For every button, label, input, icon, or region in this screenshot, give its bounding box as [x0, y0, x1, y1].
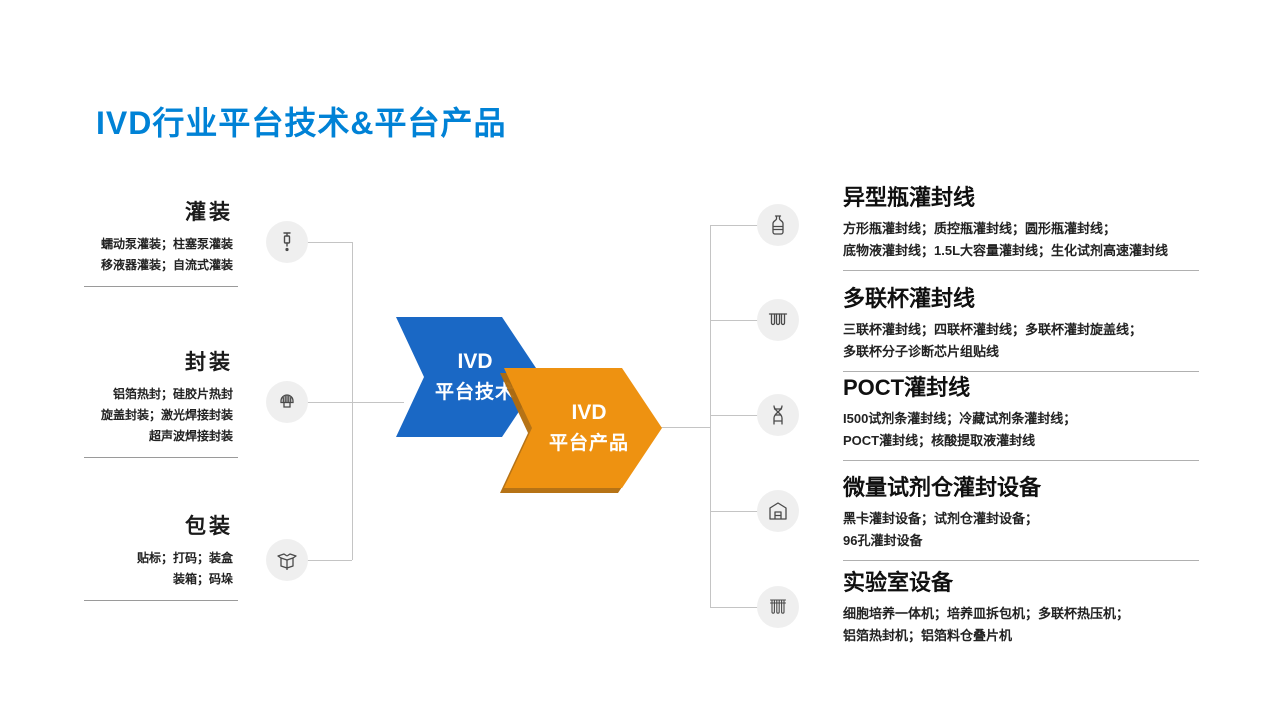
left-section-sealing: 封装 铝箔热封；硅胶片热封 旋盖封装；激光焊接封装 超声波焊接封装 [84, 346, 238, 458]
section-text-line: I500试剂条灌封线；冷藏试剂条灌封线； [843, 411, 1077, 426]
equipment-cabinet-icon [757, 490, 799, 532]
dna-icon [757, 394, 799, 436]
right-section-shaped-bottle-line: 异型瓶灌封线 方形瓶灌封线；质控瓶灌封线；圆形瓶灌封线； 底物液灌封线；1.5L… [843, 180, 1199, 271]
section-text-line: 装箱；码垛 [172, 572, 233, 586]
connector-line [710, 415, 758, 416]
section-heading: 微量试剂仓灌封设备 [843, 475, 1042, 500]
connector-line [710, 320, 758, 321]
right-section-poct-line: POCT灌封线 I500试剂条灌封线；冷藏试剂条灌封线； POCT灌封线；核酸提… [843, 370, 1199, 461]
section-text-line: 方形瓶灌封线；质控瓶灌封线；圆形瓶灌封线； [843, 221, 1117, 236]
section-text-line: 旋盖封装；激光焊接封装 [100, 408, 233, 422]
section-heading: POCT灌封线 [843, 375, 971, 400]
section-text-line: 蠕动泵灌装；柱塞泵灌装 [100, 237, 233, 251]
right-section-lab-equipment: 实验室设备 细胞培养一体机；培养皿拆包机；多联杯热压机； 铝箔热封机；铝箔料仓叠… [843, 565, 1199, 655]
connector-line [305, 402, 352, 403]
section-heading: 包装 [185, 515, 233, 538]
open-box-icon [266, 539, 308, 581]
connector-line [710, 225, 711, 607]
section-heading: 多联杯灌封线 [843, 286, 976, 311]
section-text-line: 贴标；打码；装盒 [136, 551, 233, 565]
section-text-line: POCT灌封线；核酸提取液灌封线 [843, 433, 1036, 448]
connector-line [658, 427, 710, 428]
arrow-label-line2: 平台技术 [434, 382, 515, 403]
section-heading: 灌装 [185, 201, 233, 224]
pump-filling-icon [266, 221, 308, 263]
arrow-label-line2: 平台产品 [548, 433, 629, 454]
ivd-platform-technology-arrow: IVD 平台技术 [396, 317, 542, 437]
connector-line [710, 225, 758, 226]
section-heading: 封装 [185, 351, 233, 374]
section-text-line: 多联杯分子诊断芯片组贴线 [843, 344, 1000, 359]
section-text-line: 96孔灌封设备 [843, 533, 923, 548]
section-text-line: 超声波焊接封装 [148, 429, 233, 443]
connector-line [305, 560, 352, 561]
chevron-arrow-shape: IVD 平台产品 [504, 368, 662, 488]
cap-sealing-icon [266, 381, 308, 423]
section-text-line: 黑卡灌封设备；试剂仓灌封设备； [843, 511, 1039, 526]
connector-line [352, 242, 353, 560]
ivd-platform-product-arrow: IVD 平台产品 [504, 368, 662, 488]
section-text-line: 细胞培养一体机；培养皿拆包机；多联杯热压机； [843, 606, 1130, 621]
connector-line [710, 511, 758, 512]
section-text-line: 铝箔热封；硅胶片热封 [112, 387, 233, 401]
section-text-line: 三联杯灌封线；四联杯灌封线；多联杯灌封旋盖线； [843, 322, 1143, 337]
test-tube-rack-icon [757, 586, 799, 628]
page-title: IVD行业平台技术&平台产品 [96, 105, 507, 141]
section-heading: 实验室设备 [843, 570, 954, 595]
right-section-multi-cup-line: 多联杯灌封线 三联杯灌封线；四联杯灌封线；多联杯灌封旋盖线； 多联杯分子诊断芯片… [843, 281, 1199, 372]
right-section-micro-reagent-equipment: 微量试剂仓灌封设备 黑卡灌封设备；试剂仓灌封设备； 96孔灌封设备 [843, 470, 1199, 561]
section-text-line: 移液器灌装；自流式灌装 [100, 258, 233, 272]
connector-line [352, 402, 404, 403]
section-text-line: 底物液灌封线；1.5L大容量灌封线；生化试剂高速灌封线 [843, 243, 1169, 258]
left-section-packaging: 包装 贴标；打码；装盒 装箱；码垛 [84, 510, 238, 601]
arrow-label-line1: IVD [457, 350, 493, 373]
section-text-line: 铝箔热封机；铝箔料仓叠片机 [843, 628, 1013, 643]
arrow-label-line1: IVD [571, 401, 607, 424]
section-heading: 异型瓶灌封线 [843, 185, 976, 210]
connector-line [305, 242, 352, 243]
connector-line [710, 607, 758, 608]
multi-cup-strip-icon [757, 299, 799, 341]
reagent-bottle-icon [757, 204, 799, 246]
left-section-filling: 灌装 蠕动泵灌装；柱塞泵灌装 移液器灌装；自流式灌装 [84, 196, 238, 287]
